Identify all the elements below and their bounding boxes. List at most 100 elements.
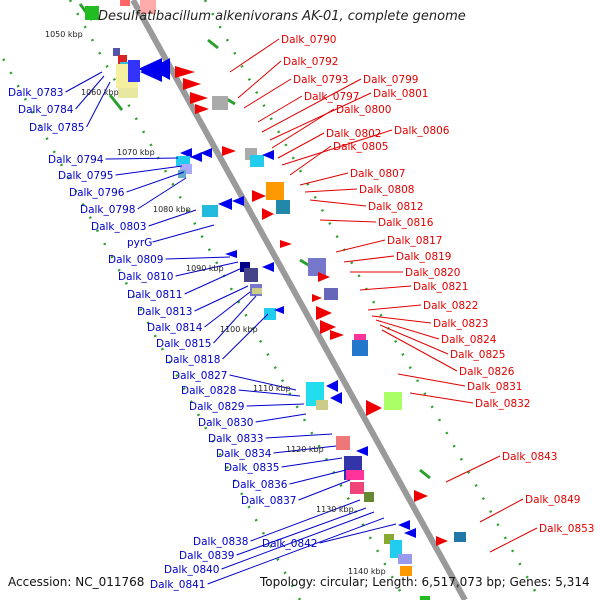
gene-box[interactable]: [276, 200, 290, 214]
forward-gene-label[interactable]: Dalk_0799: [363, 74, 419, 86]
gene-box[interactable]: [336, 436, 350, 450]
gene-arrow[interactable]: [252, 190, 266, 202]
reverse-gene-label[interactable]: Dalk_0828: [181, 385, 237, 397]
forward-gene-label[interactable]: Dalk_0807: [350, 168, 406, 180]
gene-box[interactable]: [316, 400, 328, 410]
gene-arrow[interactable]: [262, 262, 274, 272]
gene-box[interactable]: [390, 540, 402, 558]
gene-arrow[interactable]: [180, 148, 192, 158]
forward-gene-label[interactable]: Dalk_0826: [459, 366, 515, 378]
gene-box[interactable]: [202, 205, 218, 217]
forward-gene-label[interactable]: Dalk_0797: [304, 91, 360, 103]
gene-box[interactable]: [346, 470, 364, 480]
forward-gene-label[interactable]: Dalk_0800: [336, 104, 392, 116]
gene-arrow[interactable]: [280, 240, 292, 248]
gene-box[interactable]: [180, 164, 192, 174]
reverse-gene-label[interactable]: Dalk_0811: [127, 289, 183, 301]
reverse-gene-label[interactable]: Dalk_0815: [156, 338, 212, 350]
gene-arrow[interactable]: [318, 272, 330, 282]
forward-gene-label[interactable]: Dalk_0817: [387, 235, 443, 247]
gene-box[interactable]: [250, 155, 264, 167]
gene-box[interactable]: [118, 88, 138, 98]
gene-arrow[interactable]: [316, 306, 332, 320]
gene-arrow[interactable]: [232, 196, 244, 206]
reverse-gene-label[interactable]: Dalk_0833: [208, 433, 264, 445]
forward-gene-label[interactable]: Dalk_0819: [396, 251, 452, 263]
gene-arrow[interactable]: [225, 250, 237, 258]
gene-box[interactable]: [176, 156, 190, 166]
reverse-gene-label[interactable]: Dalk_0840: [164, 564, 220, 576]
forward-gene-label[interactable]: Dalk_0824: [441, 334, 497, 346]
forward-gene-label[interactable]: Dalk_0832: [475, 398, 531, 410]
forward-gene-label[interactable]: Dalk_0821: [413, 281, 469, 293]
reverse-gene-label[interactable]: Dalk_0796: [69, 187, 125, 199]
reverse-gene-label[interactable]: Dalk_0809: [108, 254, 164, 266]
reverse-gene-label[interactable]: Dalk_0837: [241, 495, 297, 507]
gene-box[interactable]: [384, 534, 394, 544]
gene-box[interactable]: [384, 392, 402, 410]
gene-arrow[interactable]: [330, 330, 344, 340]
reverse-gene-label[interactable]: Dalk_0795: [58, 170, 114, 182]
gene-box[interactable]: [364, 492, 374, 502]
forward-gene-label[interactable]: Dalk_0820: [405, 267, 461, 279]
reverse-gene-label[interactable]: Dalk_0814: [147, 322, 203, 334]
reverse-gene-label[interactable]: Dalk_0827: [172, 370, 228, 382]
forward-gene-label[interactable]: Dalk_0816: [378, 217, 434, 229]
reverse-gene-label[interactable]: Dalk_0839: [179, 550, 235, 562]
gene-arrow[interactable]: [366, 400, 382, 416]
gene-box[interactable]: [354, 334, 366, 344]
gene-arrow[interactable]: [183, 78, 201, 90]
gene-arrow[interactable]: [262, 208, 274, 220]
gene-box[interactable]: [400, 566, 412, 576]
reverse-gene-label[interactable]: Dalk_0836: [232, 479, 288, 491]
reverse-gene-label[interactable]: Dalk_0813: [137, 306, 193, 318]
gene-box[interactable]: [420, 596, 430, 600]
gene-box[interactable]: [244, 268, 258, 282]
gene-box[interactable]: [352, 340, 368, 356]
gene-box[interactable]: [324, 288, 338, 300]
gene-box[interactable]: [85, 6, 99, 20]
reverse-gene-label[interactable]: Dalk_0841: [150, 579, 206, 591]
gene-arrow[interactable]: [190, 92, 208, 104]
gene-box[interactable]: [113, 48, 120, 56]
forward-gene-label[interactable]: Dalk_0812: [368, 201, 424, 213]
gene-arrow[interactable]: [190, 152, 202, 162]
reverse-gene-label[interactable]: Dalk_0830: [198, 417, 254, 429]
gene-arrow[interactable]: [326, 380, 338, 392]
gene-box[interactable]: [264, 308, 276, 320]
forward-gene-label[interactable]: Dalk_0790: [281, 34, 337, 46]
reverse-gene-label[interactable]: Dalk_0810: [118, 271, 174, 283]
reverse-gene-label[interactable]: Dalk_0785: [29, 122, 85, 134]
forward-gene-label[interactable]: Dalk_0849: [525, 494, 581, 506]
reverse-gene-label[interactable]: Dalk_0835: [224, 462, 280, 474]
forward-gene-label[interactable]: Dalk_0802: [326, 128, 382, 140]
gene-box[interactable]: [140, 0, 156, 14]
gene-box[interactable]: [120, 0, 130, 6]
forward-gene-label[interactable]: Dalk_0801: [373, 88, 429, 100]
reverse-gene-label[interactable]: Dalk_0794: [48, 154, 104, 166]
gene-box[interactable]: [308, 258, 326, 276]
gene-arrow[interactable]: [150, 58, 170, 80]
gene-box[interactable]: [454, 532, 466, 542]
reverse-gene-label[interactable]: Dalk_0842: [262, 538, 318, 550]
reverse-gene-label[interactable]: Dalk_0838: [193, 536, 249, 548]
reverse-gene-label[interactable]: Dalk_0803: [91, 221, 147, 233]
reverse-gene-label[interactable]: Dalk_0834: [216, 448, 272, 460]
gene-arrow[interactable]: [262, 150, 274, 160]
gene-box[interactable]: [128, 60, 140, 82]
forward-gene-label[interactable]: Dalk_0853: [539, 523, 595, 535]
gene-arrow[interactable]: [414, 490, 428, 502]
reverse-gene-label[interactable]: Dalk_0784: [18, 104, 74, 116]
forward-gene-label[interactable]: Dalk_0825: [450, 349, 506, 361]
forward-gene-label[interactable]: Dalk_0792: [283, 56, 339, 68]
reverse-gene-label[interactable]: Dalk_0783: [8, 87, 64, 99]
gene-arrow[interactable]: [436, 536, 448, 546]
gene-arrow[interactable]: [312, 294, 322, 302]
forward-gene-label[interactable]: Dalk_0793: [293, 74, 349, 86]
gene-arrow[interactable]: [274, 306, 284, 314]
gene-box[interactable]: [398, 554, 412, 564]
gene-box[interactable]: [266, 182, 284, 200]
forward-gene-label[interactable]: Dalk_0831: [467, 381, 523, 393]
gene-box[interactable]: [240, 262, 250, 272]
gene-arrow[interactable]: [404, 528, 416, 538]
